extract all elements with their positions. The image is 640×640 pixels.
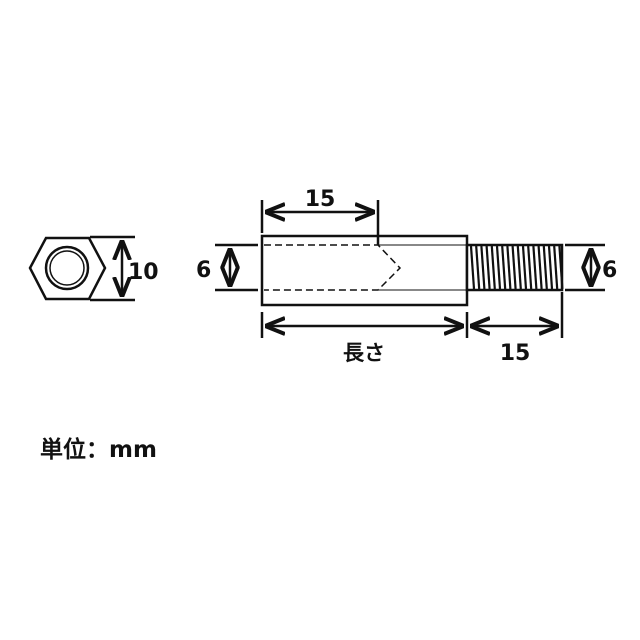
thread-ridge xyxy=(511,245,517,290)
thread-ridge xyxy=(495,245,502,290)
thread-ridge xyxy=(521,245,528,290)
thread-ridge xyxy=(527,245,533,290)
thread-ridge xyxy=(558,245,564,290)
thread-ridge xyxy=(547,245,554,290)
thread-ridge xyxy=(490,245,496,290)
hex-width-label: 10 xyxy=(128,260,159,285)
length-dimensions xyxy=(260,292,564,338)
thread-length-label: 15 xyxy=(500,341,531,366)
thread-ridge xyxy=(475,245,481,290)
thread-ridge xyxy=(501,245,507,290)
thread-ridge xyxy=(506,245,512,290)
body-length-label: 長さ xyxy=(343,341,385,365)
bore-diameter-dimension xyxy=(215,243,258,292)
thread-ridge xyxy=(537,245,543,290)
bore-depth-dimension xyxy=(260,200,380,245)
hex-end-view xyxy=(28,236,107,301)
thread-ridge xyxy=(469,245,476,290)
thread-diameter-label: 6 xyxy=(602,258,617,283)
thread-ridge xyxy=(480,245,486,290)
male-thread xyxy=(465,243,564,292)
thread-diameter-dimension xyxy=(565,243,605,292)
hex-width-dimension xyxy=(90,235,135,302)
thread-ridge xyxy=(532,245,538,290)
thread-ridge xyxy=(516,245,522,290)
spacer-body xyxy=(260,234,469,307)
bore-diameter-label: 6 xyxy=(196,258,211,283)
thread-ridge xyxy=(485,245,491,290)
bore-depth-label: 15 xyxy=(305,187,336,212)
thread-ridge xyxy=(542,245,548,290)
unit-label: 単位：mm xyxy=(40,437,157,463)
thread-ridge xyxy=(553,245,559,290)
